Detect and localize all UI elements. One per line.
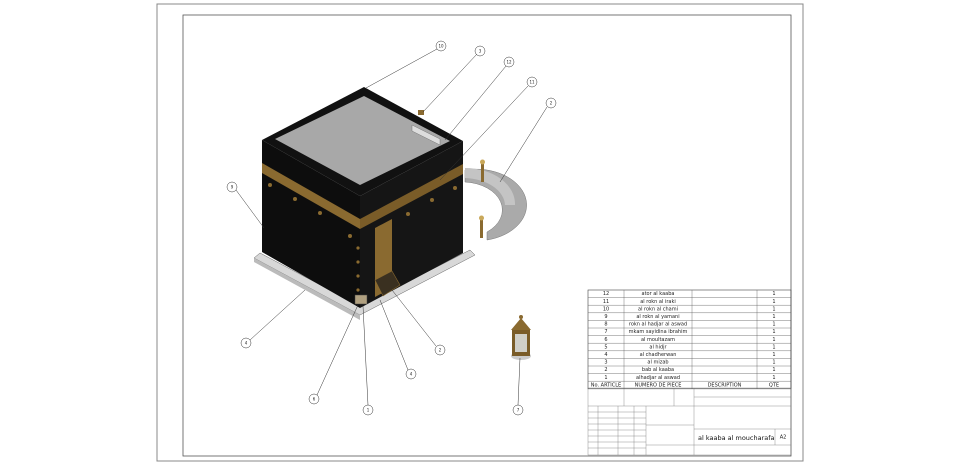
parts-cell-item: 10 <box>603 306 609 312</box>
balloon-11: 11 <box>526 76 538 88</box>
parts-cell-name: al rokn al chami <box>638 306 678 312</box>
leader-lines <box>235 48 548 406</box>
parts-cell-name: al rokn al yamani <box>636 314 679 320</box>
parts-cell-item: 3 <box>604 360 607 366</box>
parts-cell-item: 4 <box>604 352 607 358</box>
parts-cell-qty: 1 <box>772 306 775 312</box>
parts-cell-item: 2 <box>604 367 607 373</box>
parts-cell-qty: 1 <box>772 314 775 320</box>
parts-cell-item: 7 <box>604 329 607 335</box>
kaaba-model <box>253 87 531 360</box>
parts-cell-name: ator al kaaba <box>642 291 675 297</box>
drawing-title: al kaaba al moucharafa <box>698 434 775 442</box>
inner-border <box>182 14 792 457</box>
parts-cell-name: alhadjar al aswad <box>636 375 680 381</box>
balloon-1: 1 <box>362 404 374 416</box>
parts-cell-name: rokn al hadjar al aswad <box>629 322 687 328</box>
svg-text:1: 1 <box>367 408 370 413</box>
svg-text:6: 6 <box>313 397 316 402</box>
al-hidjr-wall <box>464 168 527 241</box>
hizam-band-left <box>262 163 360 229</box>
balloon-12: 12 <box>503 56 515 68</box>
balloons: 10 3 12 11 2 9 4 6 1 4 2 7 <box>226 40 557 416</box>
balloon-4b: 4 <box>405 368 417 380</box>
parts-header: DESCRIPTION <box>708 382 742 388</box>
parts-cell-qty: 1 <box>772 367 775 373</box>
parts-cell-item: 8 <box>604 322 607 328</box>
balloon-2b: 2 <box>434 344 446 356</box>
svg-text:11: 11 <box>529 80 535 85</box>
parts-cell-name: al chadherwan <box>640 352 677 358</box>
roof-structure <box>411 124 441 146</box>
svg-text:2: 2 <box>439 348 442 353</box>
parts-cell-qty: 1 <box>772 299 775 305</box>
svg-text:4: 4 <box>245 341 248 346</box>
parts-cell-qty: 1 <box>772 337 775 343</box>
parts-header: NUMERO DE PIECE <box>635 382 682 388</box>
parts-cell-name: al rokn al iraki <box>640 299 676 305</box>
mizab <box>418 110 424 115</box>
balloon-7: 7 <box>512 404 524 416</box>
balloon-9: 9 <box>226 181 238 193</box>
balloon-3: 3 <box>474 45 486 57</box>
parts-cell-qty: 1 <box>772 360 775 366</box>
parts-cell-name: al mizab <box>647 360 668 366</box>
svg-text:3: 3 <box>479 49 482 54</box>
balloon-10: 10 <box>435 40 447 52</box>
parts-cell-qty: 1 <box>772 352 775 358</box>
al-hidjr-top <box>465 168 516 205</box>
hadjar-al-aswad-frame <box>354 294 368 305</box>
parts-cell-name: al moultazam <box>641 337 675 343</box>
svg-text:4: 4 <box>410 372 413 377</box>
svg-text:9: 9 <box>231 185 234 190</box>
parts-cell-qty: 1 <box>772 329 775 335</box>
mkam-ibrahim <box>511 315 531 360</box>
base-edge <box>254 258 360 320</box>
parts-cell-item: 12 <box>603 291 609 297</box>
balloon-6: 6 <box>308 393 320 405</box>
kaaba-roof <box>275 96 450 185</box>
balloon-4a: 4 <box>240 337 252 349</box>
svg-text:10: 10 <box>438 44 444 49</box>
hidjr-lamps <box>479 159 485 238</box>
parts-cell-item: 5 <box>604 344 607 350</box>
parts-header: QTE <box>769 382 779 388</box>
gold-ornaments <box>268 183 457 292</box>
parts-cell-name: al hidjr <box>649 344 667 350</box>
parts-cell-qty: 1 <box>772 375 775 381</box>
parts-cell-item: 9 <box>604 314 607 320</box>
bab-al-kaaba <box>374 270 401 297</box>
svg-text:2: 2 <box>550 101 553 106</box>
svg-text:12: 12 <box>506 60 512 65</box>
parts-cell-qty: 1 <box>772 291 775 297</box>
parts-header: No. ARTICLE <box>591 382 621 388</box>
parts-cell-item: 1 <box>604 375 607 381</box>
parts-cell-name: mkam sayidina ibrahim <box>629 329 688 335</box>
hizam-band-right <box>360 164 463 229</box>
balloon-2a: 2 <box>545 97 557 109</box>
parts-cell-item: 11 <box>603 299 609 305</box>
parts-cell-qty: 1 <box>772 344 775 350</box>
parts-cell-qty: 1 <box>772 322 775 328</box>
sheet-size: A2 <box>780 435 787 441</box>
parts-cell-item: 6 <box>604 337 607 343</box>
title-block <box>587 387 792 456</box>
svg-text:7: 7 <box>517 408 520 413</box>
parts-cell-name: bab al kaaba <box>642 367 674 373</box>
